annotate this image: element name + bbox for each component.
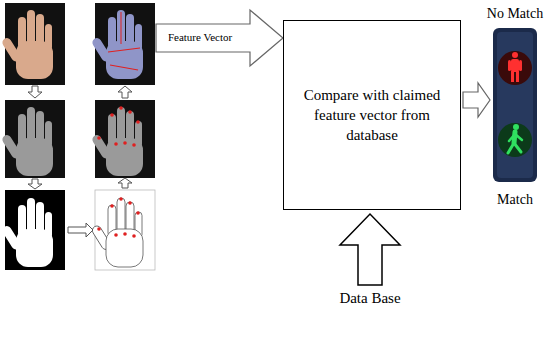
- arrow-label: Feature Vector: [168, 31, 232, 43]
- step-arrows: [28, 86, 132, 237]
- database-label: Data Base: [339, 290, 400, 307]
- result-arrow: [463, 83, 490, 117]
- hand-binary: [1, 190, 65, 270]
- result-label: Match: [497, 192, 533, 208]
- box-text: Compare with claimed feature vector from…: [284, 85, 460, 146]
- hand-color: [1, 3, 65, 85]
- database-arrow: [340, 214, 400, 285]
- traffic-light: [493, 28, 537, 182]
- result-label: No Match: [487, 6, 543, 22]
- hand-features: [91, 3, 155, 85]
- feature-arrow: [156, 10, 283, 66]
- hand-outline-points: [91, 190, 155, 270]
- process-box: Compare with claimed feature vector from…: [283, 20, 461, 210]
- hand-gray-points: [91, 100, 155, 178]
- hand-gray: [1, 100, 65, 178]
